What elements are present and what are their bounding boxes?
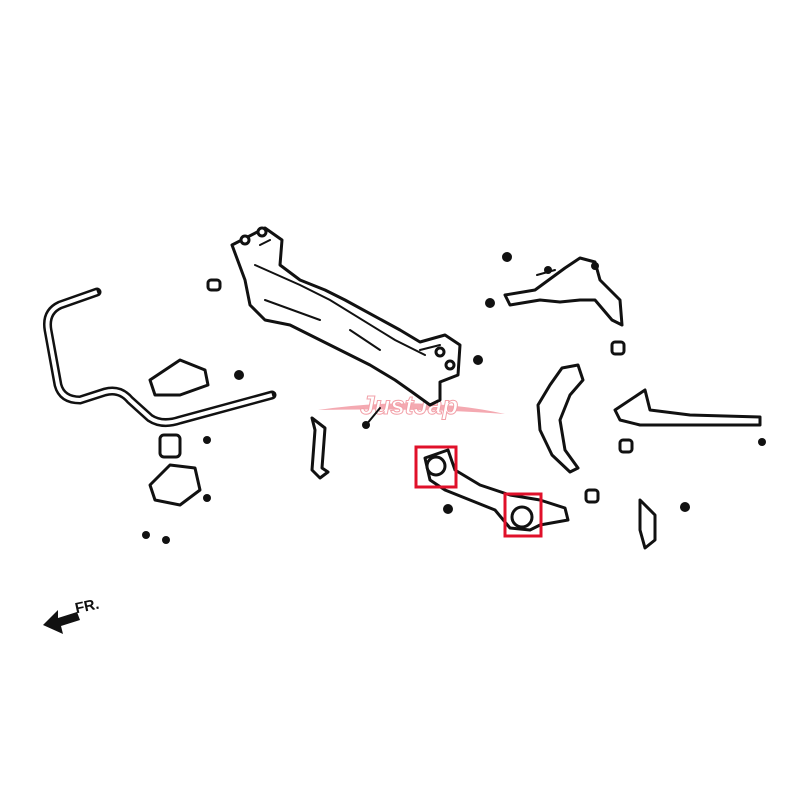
highlight-box-outer-bushing [503,492,543,538]
highlight-box-inner-bushing [414,445,458,489]
fasteners [142,252,766,544]
watermark-text: JustJap [360,390,458,420]
stabilizer-link [310,416,330,480]
rear-bracket [638,498,657,550]
stabilizer-bar [43,287,277,428]
lower-arm [423,448,570,532]
stabilizer-bushing [158,433,182,459]
front-direction-arrow-icon [43,610,80,634]
lower-arm-inner-bushing [425,455,447,477]
knuckle [536,363,585,474]
watermark-logo: JustJap [318,390,505,421]
lower-arm-outer-bushing [510,505,534,529]
stabilizer-bracket-lower [148,463,202,507]
stabilizer-bracket-upper [148,358,210,397]
upper-arm [503,256,624,327]
tension-rod [613,388,762,427]
subframe [230,226,462,407]
